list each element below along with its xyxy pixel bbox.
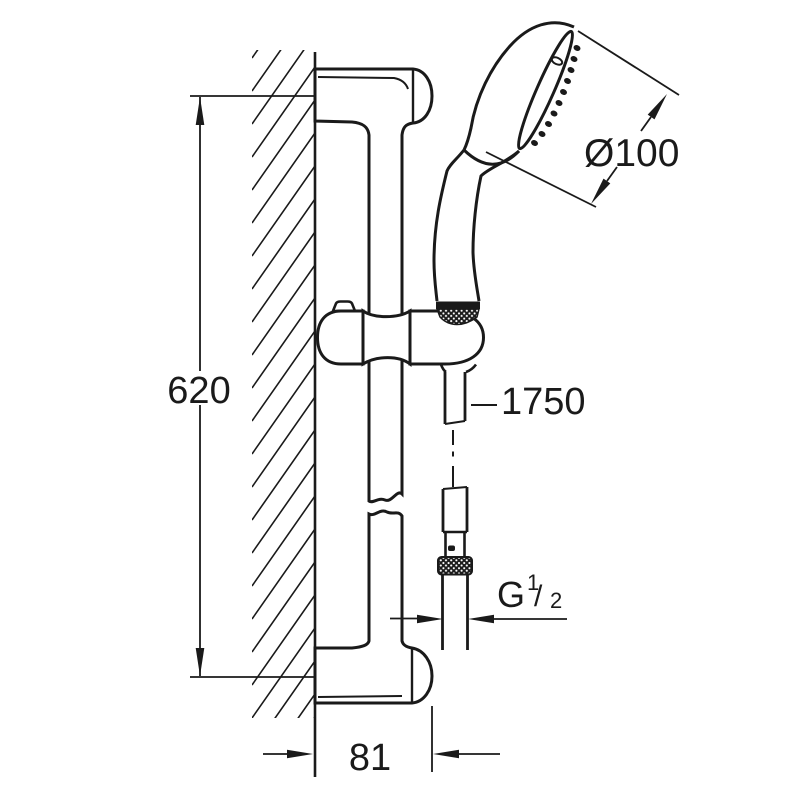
wall-hatch	[252, 50, 317, 777]
handle-nut-ring	[436, 301, 480, 309]
arrow-down	[195, 648, 205, 676]
dimension-head-diameter: Ø100	[485, 30, 680, 208]
thread-slash: /	[534, 580, 543, 613]
handle-knurled-cone	[435, 308, 480, 326]
spray-face-plate	[517, 29, 574, 151]
hatch-lines	[252, 50, 315, 718]
thread-denominator: 2	[550, 588, 562, 613]
dim-line-lower	[606, 166, 618, 182]
slider-left-section	[315, 309, 365, 366]
hand-shower	[432, 21, 581, 326]
head-back-outline	[462, 21, 575, 151]
arrow-upper	[647, 94, 667, 120]
ext-line-lower	[485, 151, 597, 208]
head-diameter-label: Ø100	[584, 132, 679, 175]
shower-rail	[313, 67, 434, 705]
hose-upper-break-edge	[444, 420, 466, 425]
head-bottom-arc	[462, 148, 521, 166]
rail-length-label: 620	[167, 370, 230, 412]
dimension-thread: G 1 / 2	[390, 570, 567, 624]
hose-fitting	[444, 532, 466, 557]
spray-nozzle-open	[550, 56, 564, 66]
hose-length-label: 1750	[501, 381, 586, 423]
arrow-right	[433, 749, 459, 759]
hose-outlet-stub	[439, 363, 478, 374]
thread-g-label: G	[497, 574, 525, 615]
shower-hose	[437, 372, 473, 650]
rail-arm-top-inner-line	[317, 76, 409, 90]
rail-arm-bottom-inner-line	[317, 695, 403, 698]
hose-lower-break-edge	[442, 486, 468, 490]
arrow-right	[468, 614, 494, 624]
thread-numerator: 1	[527, 570, 539, 595]
hose-knurled-nut	[437, 556, 473, 576]
dimension-hose-length: 1750	[471, 381, 586, 423]
ext-line-upper	[577, 30, 680, 96]
wall-offset-label: 81	[349, 737, 391, 779]
slider-holder	[315, 300, 486, 374]
spray-nozzle-dots	[531, 45, 581, 146]
dimension-wall-offset: 81	[263, 706, 500, 779]
fitting-detail-mark	[448, 545, 455, 551]
hose-upper-segment	[443, 372, 467, 424]
handle-right-edge	[471, 149, 520, 302]
rail-lower	[313, 509, 434, 705]
arrow-left	[417, 614, 443, 624]
dimension-620: 620	[167, 95, 315, 678]
hose-lower-segment	[441, 487, 469, 532]
arrow-lower	[591, 178, 611, 204]
handle-left-edge	[432, 149, 466, 302]
rail-upper	[313, 67, 434, 504]
arrow-up	[195, 97, 205, 125]
slider-middle-section	[361, 308, 412, 368]
dim-line-upper	[640, 116, 652, 132]
slider-release-button	[331, 300, 357, 313]
arrow-left	[287, 749, 313, 759]
hose-connector-end	[441, 574, 469, 650]
